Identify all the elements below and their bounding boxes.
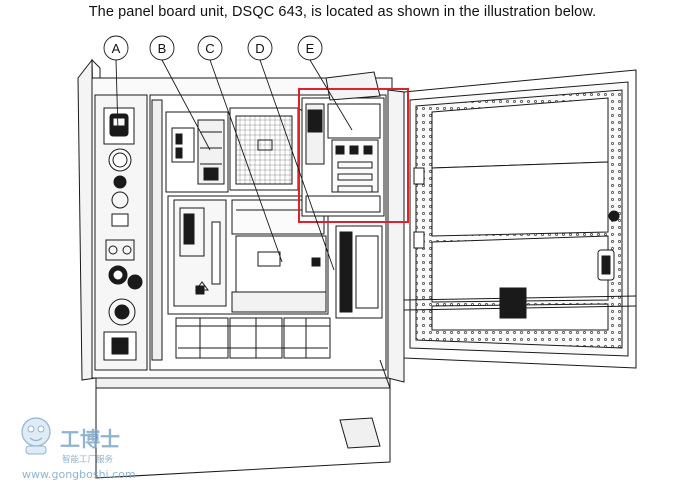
watermark-brand: 工博士 bbox=[60, 427, 120, 451]
power-supply-bottom bbox=[175, 317, 331, 359]
drive-module-top bbox=[165, 111, 229, 193]
callout-label-a: A bbox=[112, 41, 121, 56]
watermark: 工博士 智能工厂服务 www.gongboshi.com bbox=[21, 417, 136, 481]
figure-caption: The panel board unit, DSQC 643, is locat… bbox=[88, 4, 597, 20]
callout-label-e: E bbox=[306, 41, 315, 56]
mascot-icon bbox=[21, 417, 51, 455]
callout-label-b: B bbox=[158, 41, 167, 56]
callout-c: C bbox=[197, 35, 283, 263]
highlight-box bbox=[298, 88, 409, 223]
callout-a: A bbox=[103, 35, 129, 133]
callout-label-d: D bbox=[255, 41, 264, 56]
watermark-url: www.gongboshi.com bbox=[22, 468, 136, 481]
callout-b: B bbox=[149, 35, 211, 151]
panel-board-area bbox=[301, 97, 385, 319]
watermark-tagline: 智能工厂服务 bbox=[62, 454, 114, 465]
computer-unit bbox=[229, 107, 305, 191]
callout-label-c: C bbox=[205, 41, 214, 56]
cabinet-door bbox=[387, 69, 637, 383]
cabinet-base bbox=[95, 359, 391, 479]
callout-e: E bbox=[297, 35, 353, 131]
callouts: A B C D E bbox=[103, 35, 353, 271]
callout-d: D bbox=[247, 35, 335, 271]
drive-unit-main bbox=[167, 195, 329, 315]
operator-panel bbox=[103, 99, 163, 361]
